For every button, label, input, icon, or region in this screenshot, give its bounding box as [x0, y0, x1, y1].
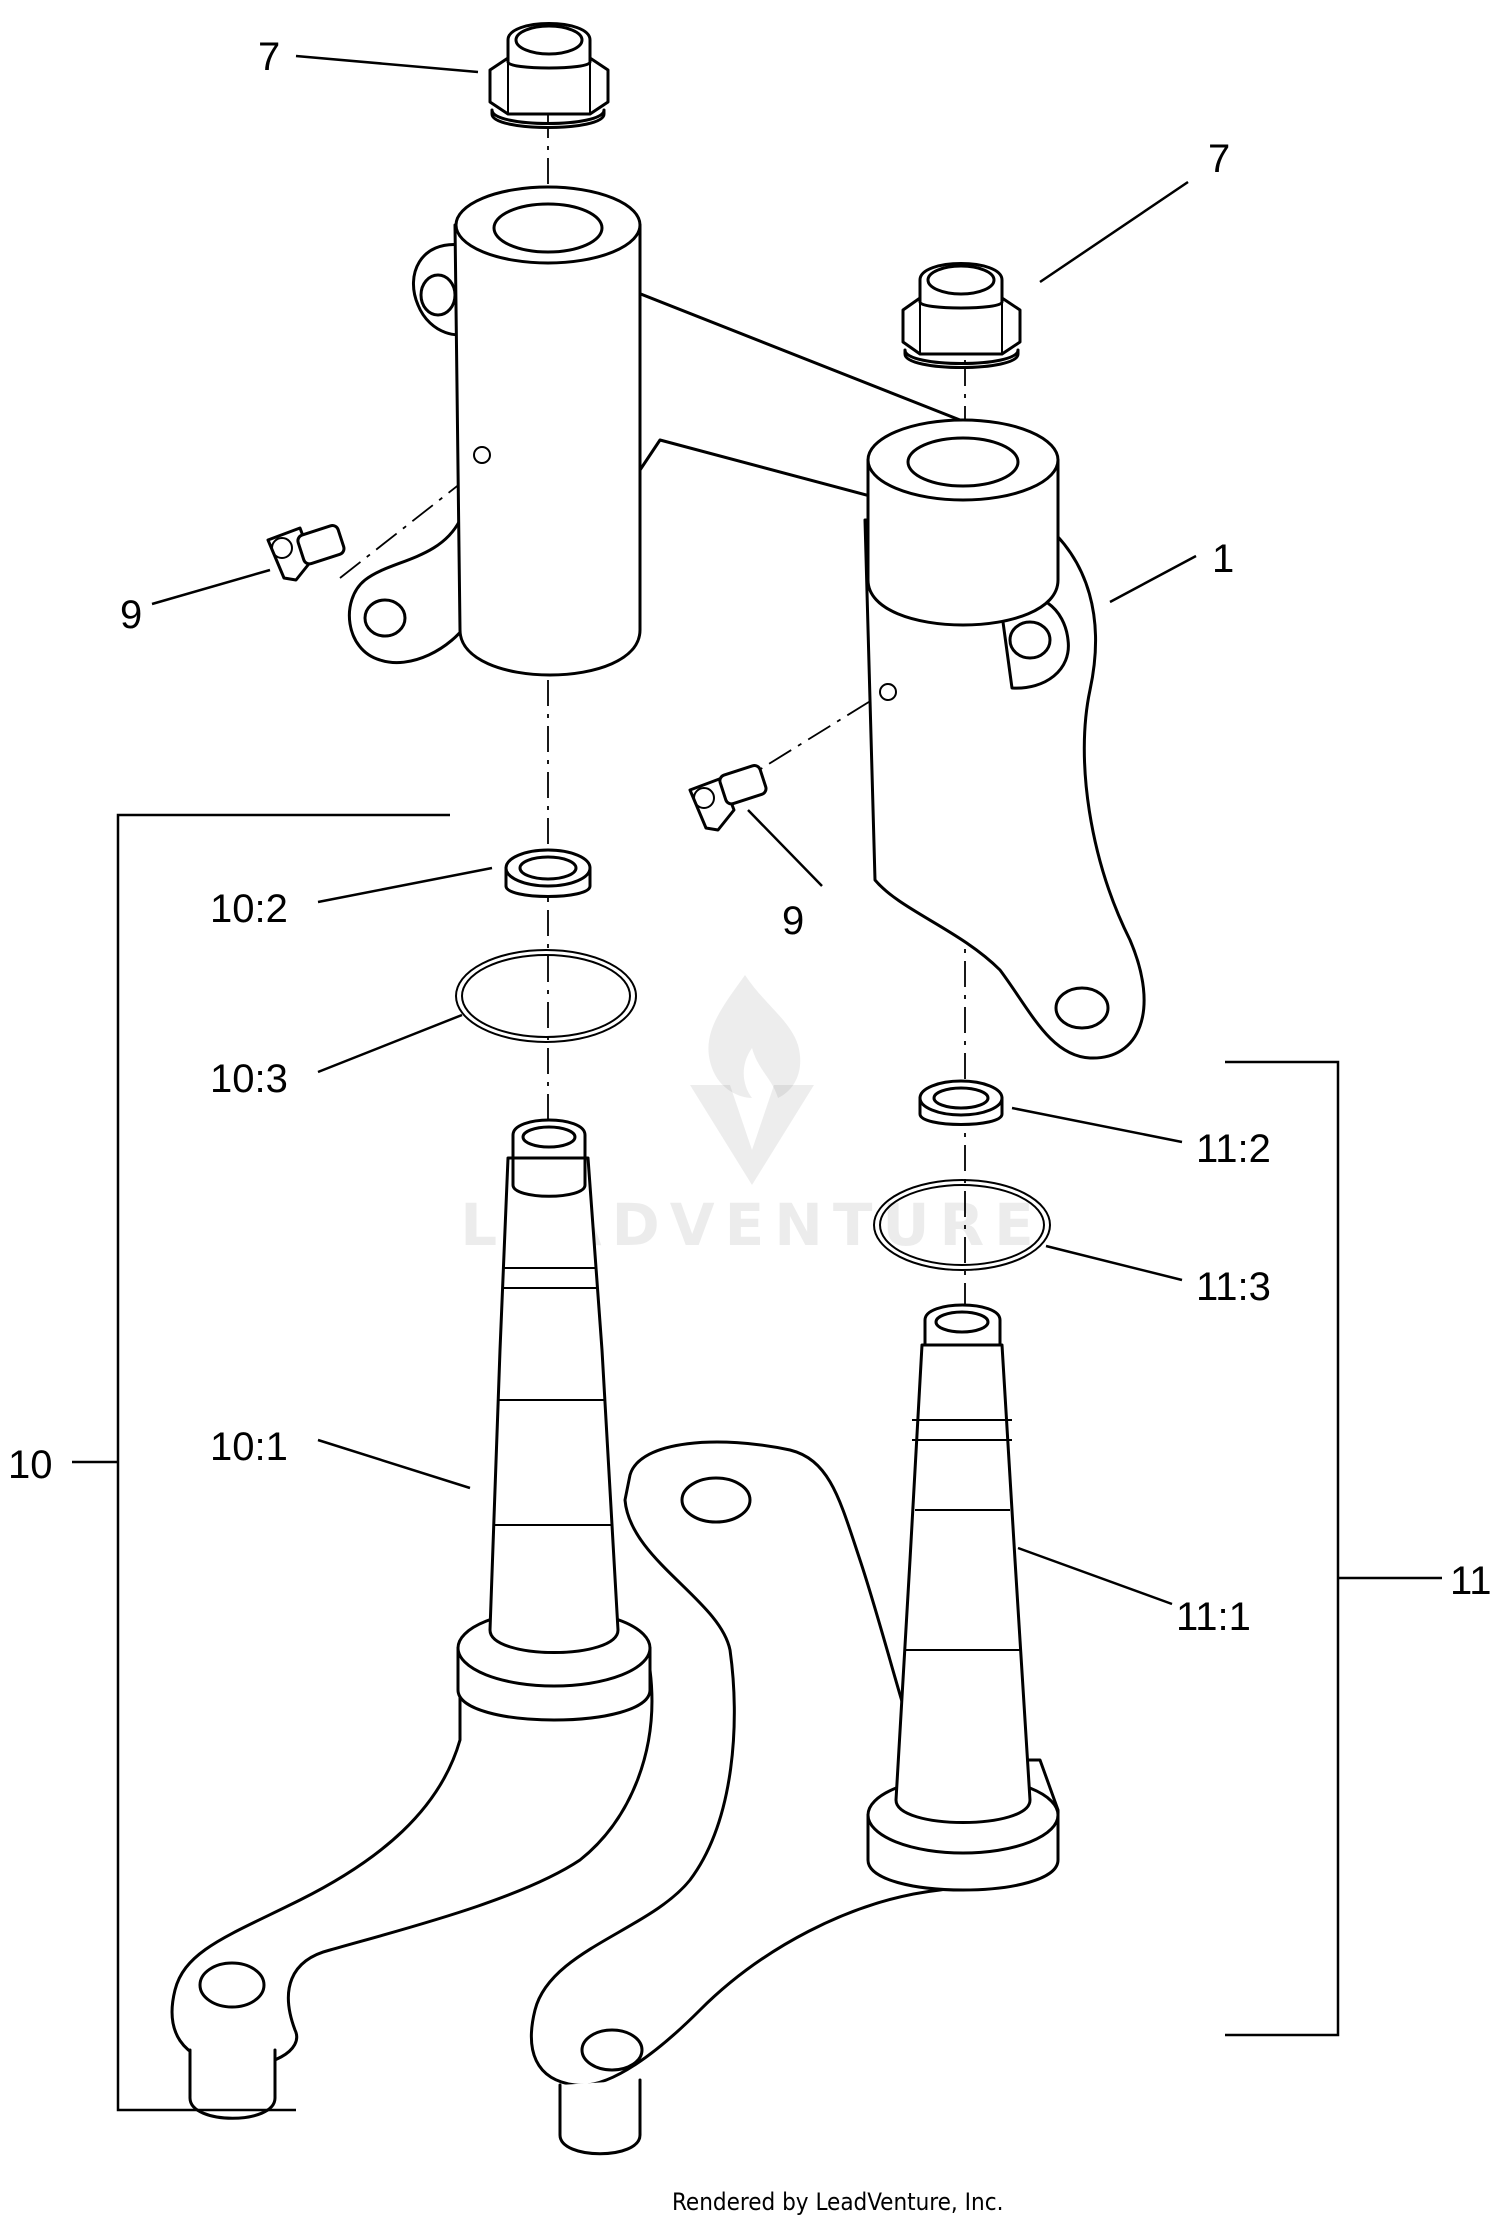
- watermark-flame-icon: [708, 975, 801, 1098]
- kit-bracket-left: [72, 813, 450, 2112]
- callout-oring-left: 10:3: [210, 1057, 288, 1101]
- callout-nut-right: 7: [1208, 137, 1230, 181]
- callout-kit-left: 10: [8, 1443, 53, 1487]
- callout-axle-bracket: 1: [1212, 537, 1234, 581]
- callout-bushing-right: 11:2: [1196, 1127, 1271, 1171]
- callout-labels: 7 7 1 9 9 10:2 10:3 10:1 10 11:2 11:3 11…: [8, 35, 1492, 1639]
- spindle-right: [529, 1303, 1060, 2156]
- watermark-v-icon: [690, 1085, 814, 1185]
- callout-fitting-left: 9: [120, 593, 142, 637]
- bushing-right: [918, 1079, 1004, 1126]
- kit-bracket-right: [1225, 1060, 1442, 2037]
- callout-kit-right: 11: [1450, 1559, 1492, 1603]
- locknut-left: [488, 22, 610, 129]
- callout-fitting-right: 9: [782, 899, 804, 943]
- callout-spindle-left: 10:1: [210, 1425, 288, 1469]
- callout-oring-right: 11:3: [1196, 1265, 1271, 1309]
- spindle-left: [170, 1118, 654, 2120]
- callout-bushing-left: 10:2: [210, 887, 288, 931]
- oring-left: [455, 949, 637, 1043]
- axle-bracket: [348, 185, 1146, 1060]
- grease-fitting-left: [266, 523, 346, 582]
- render-credit: Rendered by LeadVenture, Inc.: [672, 2188, 1003, 2216]
- locknut-right: [901, 262, 1022, 369]
- callout-spindle-right: 11:1: [1176, 1595, 1251, 1639]
- oring-right: [873, 1179, 1051, 1271]
- bushing-left: [504, 848, 592, 898]
- leader-lines: [151, 54, 1197, 1606]
- grease-fitting-right: [688, 763, 768, 832]
- callout-nut-left: 7: [258, 35, 280, 79]
